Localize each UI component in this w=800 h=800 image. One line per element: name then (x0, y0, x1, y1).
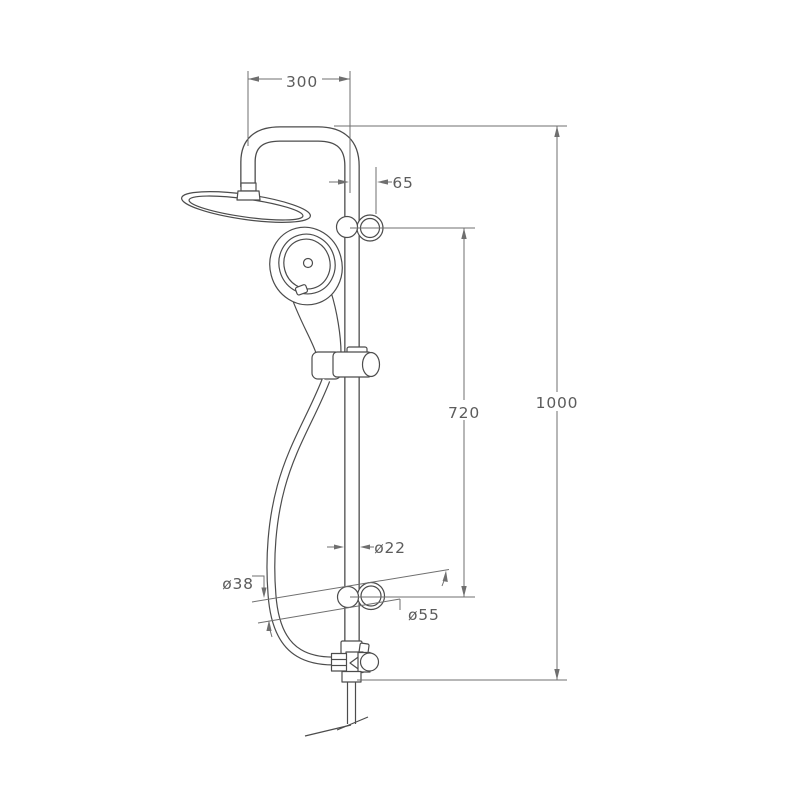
slider-bracket (311, 346, 381, 380)
handshower-nozzle-face (283, 238, 331, 290)
arrowhead-down (554, 669, 560, 680)
label-background (536, 392, 578, 411)
arrow-tail (269, 629, 273, 638)
dimension-65-label: 65 (392, 174, 413, 192)
shower-hose (266, 378, 334, 666)
supply-pipe (304, 682, 369, 737)
label-background (282, 70, 322, 89)
arrowhead-left (334, 544, 344, 550)
dimension-dia22-label: ø22 (374, 539, 406, 557)
break-line (304, 724, 352, 737)
rain-shower-head (181, 182, 311, 223)
top-bracket-knob (335, 215, 359, 239)
arrowhead-down (261, 587, 267, 598)
slider-end-cap (361, 351, 381, 378)
arrowhead-left (338, 179, 349, 185)
handheld-shower (269, 226, 343, 354)
hose-nut (330, 652, 348, 672)
rain-head-connector-upper (240, 182, 257, 192)
leader-line (252, 575, 265, 588)
arrowhead-right (339, 76, 350, 82)
label-background (447, 400, 481, 420)
arrowhead-up (554, 126, 560, 137)
dimension-720-label: 720 (448, 404, 480, 422)
break-line (336, 716, 369, 731)
bottom-escutcheon-inner-ring (360, 585, 382, 607)
dimension-720: 720 (350, 227, 481, 598)
valve-flange (341, 670, 362, 683)
tangent-line-upper (251, 569, 450, 603)
dimension-dia55: ø55 (399, 570, 448, 624)
dimension-dia38-label: ø38 (222, 575, 254, 593)
arrowhead-right (377, 179, 388, 185)
dimension-1000-label: 1000 (536, 394, 579, 412)
dimension-1000: 1000 (334, 125, 579, 681)
valve-knob-cap (359, 652, 380, 672)
hose-core (267, 378, 334, 665)
handshower-mode-button (294, 284, 309, 296)
dimension-dia38: ø38 (222, 569, 450, 638)
arrowhead-up (461, 228, 467, 239)
dimension-dia55-label: ø55 (408, 606, 440, 624)
arrowhead-left (248, 76, 259, 82)
arrowhead-up (442, 570, 448, 582)
rain-head-connector-lower (236, 190, 261, 201)
arrowhead-right (360, 544, 370, 550)
handshower-center-cap (302, 257, 314, 269)
handshower-face-ring (278, 233, 336, 295)
tangent-line-lower (257, 598, 401, 624)
dimension-dia22: ø22 (327, 539, 406, 557)
arrowhead-down (461, 586, 467, 597)
dimension-300-label: 300 (286, 73, 318, 91)
arrowhead-up (266, 620, 272, 631)
dimension-300: 300 (247, 70, 351, 193)
diverter-valve (330, 640, 380, 683)
dimension-65: 65 (329, 167, 413, 214)
